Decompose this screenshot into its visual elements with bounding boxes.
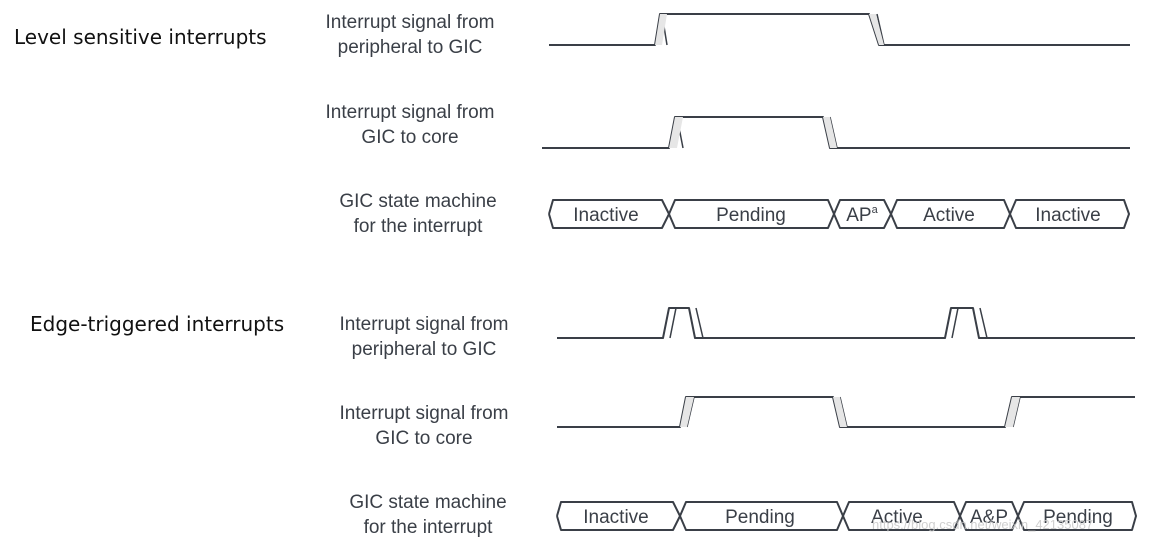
level-state-inactive-2: Inactive: [1035, 205, 1100, 226]
level-core-waveform: [542, 116, 1130, 149]
edge-state-boxes: [556, 501, 1137, 531]
level-core-label: Interrupt signal from GIC to core: [325, 102, 495, 148]
level-state-boxes: [548, 199, 1130, 229]
level-state-pending: Pending: [716, 205, 786, 226]
level-state-active: Active: [923, 205, 975, 226]
level-state-label: GIC state machine for the interrupt: [339, 191, 497, 237]
edge-state-active: Active: [871, 507, 923, 528]
level-sensitive-title: Level sensitive interrupts: [14, 25, 267, 49]
level-periph-label: Interrupt signal from peripheral to GIC: [325, 12, 495, 58]
level-state-inactive-1: Inactive: [573, 205, 638, 226]
edge-core-waveform: [557, 396, 1135, 428]
watermark-url: https://blog.csdn.net/weixin_42135087: [872, 517, 1094, 532]
edge-periph-waveform: [557, 307, 1135, 339]
level-state-ap: APa: [846, 204, 878, 226]
edge-periph-label: Interrupt signal from peripheral to GIC: [339, 314, 509, 360]
edge-triggered-title: Edge-triggered interrupts: [30, 312, 285, 336]
edge-state-pending-2: Pending: [1043, 507, 1113, 528]
edge-state-label: GIC state machine for the interrupt: [349, 492, 507, 538]
level-periph-waveform: [549, 13, 1130, 46]
edge-core-label: Interrupt signal from GIC to core: [339, 403, 509, 449]
edge-state-pending-1: Pending: [725, 507, 795, 528]
edge-state-a-and-p: A&P: [970, 507, 1008, 528]
edge-state-inactive: Inactive: [583, 507, 648, 528]
